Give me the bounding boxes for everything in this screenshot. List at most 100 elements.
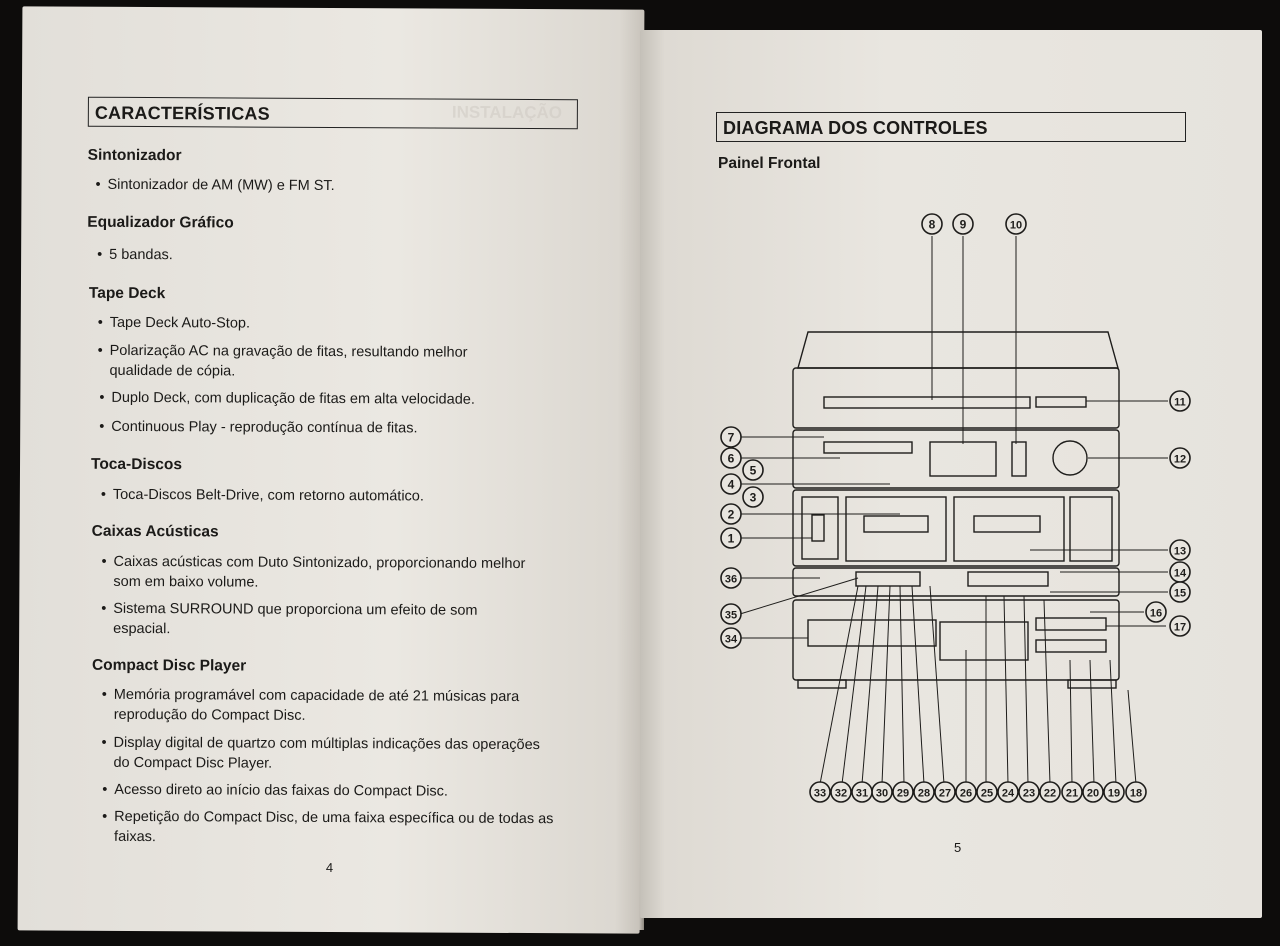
callout-24: 24: [997, 781, 1019, 803]
callout-6: 6: [720, 447, 742, 469]
callout-33: 33: [809, 781, 831, 803]
amplifier-unit: [792, 429, 1120, 489]
callout-25: 25: [976, 781, 998, 803]
cd-buttons-top: [1035, 617, 1107, 631]
turntable-body: [792, 367, 1120, 429]
callout-number: 20: [1087, 788, 1099, 800]
callout-22: 22: [1039, 781, 1061, 803]
callout-number: 14: [1174, 568, 1187, 580]
callout-number: 32: [835, 788, 847, 800]
callout-number: 36: [725, 574, 737, 586]
callout-20: 20: [1082, 781, 1104, 803]
callout-number: 2: [728, 508, 735, 522]
callout-number: 30: [876, 788, 888, 800]
callout-number: 25: [981, 788, 993, 800]
callout-2: 2: [720, 503, 742, 525]
callout-number: 23: [1023, 788, 1035, 800]
callout-number: 7: [728, 431, 735, 445]
power-section: [801, 496, 839, 560]
turntable-button: [1035, 396, 1087, 408]
callout-1: 1: [720, 527, 742, 549]
callout-number: 8: [929, 218, 936, 232]
turntable-slot: [823, 396, 1031, 409]
callout-35: 35: [720, 603, 742, 625]
callout-number: 12: [1174, 454, 1186, 466]
callout-16: 16: [1145, 601, 1167, 623]
callout-number: 24: [1002, 788, 1015, 800]
callout-26: 26: [955, 781, 977, 803]
callout-36: 36: [720, 567, 742, 589]
cassette-deck-a: [845, 496, 947, 562]
foot-left: [797, 679, 847, 689]
callout-number: 4: [728, 478, 735, 492]
callout-13: 13: [1169, 539, 1191, 561]
callout-number: 35: [725, 610, 737, 622]
callout-number: 11: [1174, 397, 1186, 409]
callout-4: 4: [720, 473, 742, 495]
callout-number: 21: [1066, 788, 1078, 800]
callout-32: 32: [830, 781, 852, 803]
callout-number: 18: [1130, 788, 1142, 800]
page-number: 5: [954, 840, 962, 855]
callout-27: 27: [934, 781, 956, 803]
turntable-lid: [797, 331, 1119, 369]
deck-b-keys: [967, 571, 1049, 587]
callout-18: 18: [1125, 781, 1147, 803]
callout-number: 31: [856, 788, 868, 800]
callout-number: 28: [918, 788, 930, 800]
callout-number: 16: [1150, 608, 1162, 620]
balance-slider: [1011, 441, 1027, 477]
tuner-buttons: [823, 441, 913, 454]
callout-number: 15: [1174, 588, 1186, 600]
page-subtitle: Painel Frontal: [718, 155, 821, 172]
callout-34: 34: [720, 627, 742, 649]
callout-12: 12: [1169, 447, 1191, 469]
callout-8: 8: [921, 213, 943, 235]
cd-player-unit: [792, 599, 1120, 681]
callout-30: 30: [871, 781, 893, 803]
callout-number: 22: [1044, 788, 1056, 800]
page-title-box: DIAGRAMA DOS CONTROLES: [716, 112, 1186, 142]
callout-10: 10: [1005, 213, 1027, 235]
power-switch: [811, 514, 825, 542]
volume-knob: [1052, 440, 1088, 476]
cd-display: [939, 621, 1029, 661]
cassette-unit: [792, 489, 1120, 567]
callout-number: 13: [1174, 546, 1186, 558]
callout-19: 19: [1103, 781, 1125, 803]
callout-number: 26: [960, 788, 972, 800]
cassette-deck-b: [953, 496, 1065, 562]
callout-number: 27: [939, 788, 951, 800]
cd-tray: [807, 619, 937, 647]
callout-number: 19: [1108, 788, 1120, 800]
foot-right: [1067, 679, 1117, 689]
callout-7: 7: [720, 426, 742, 448]
callout-number: 3: [750, 491, 757, 505]
page-title: DIAGRAMA DOS CONTROLES: [723, 118, 988, 138]
cd-buttons-bottom: [1035, 639, 1107, 653]
deck-controls: [792, 567, 1120, 597]
callout-21: 21: [1061, 781, 1083, 803]
callout-9: 9: [952, 213, 974, 235]
callout-number: 33: [814, 788, 826, 800]
callout-number: 1: [728, 532, 735, 546]
callout-31: 31: [851, 781, 873, 803]
callout-3: 3: [742, 486, 764, 508]
callout-23: 23: [1018, 781, 1040, 803]
cassette-window-b: [973, 515, 1041, 533]
side-panel: [1069, 496, 1113, 562]
callout-number: 17: [1174, 622, 1186, 634]
callout-number: 5: [750, 464, 757, 478]
callout-number: 9: [960, 218, 967, 232]
callout-15: 15: [1169, 581, 1191, 603]
cassette-window-a: [863, 515, 929, 533]
deck-a-keys: [855, 571, 921, 587]
callout-29: 29: [892, 781, 914, 803]
callout-11: 11: [1169, 390, 1191, 412]
callout-28: 28: [913, 781, 935, 803]
callout-17: 17: [1169, 615, 1191, 637]
equalizer-panel: [929, 441, 997, 477]
callout-number: 29: [897, 788, 909, 800]
callout-5: 5: [742, 459, 764, 481]
